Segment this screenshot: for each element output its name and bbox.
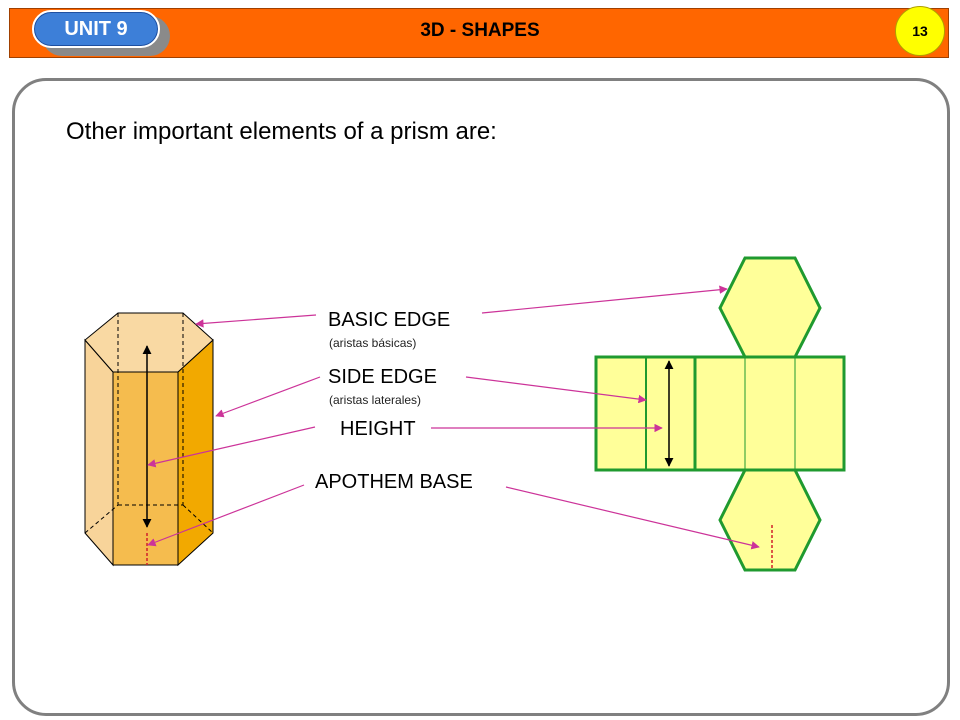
pointer-basic-edge-prism [195,314,317,328]
prism-net [594,256,846,572]
intro-text: Other important elements of a prism are: [66,118,497,145]
prism-front-face [112,371,179,566]
label-side-edge-sub: (aristas laterales) [329,393,422,407]
pointer-side-edge-prism [215,376,321,418]
pointer-apothem-prism [147,484,305,547]
pointer-basic-edge-net [481,285,728,314]
label-apothem-base: APOTHEM BASE [315,471,473,493]
net-top-hexagon [718,256,822,359]
hexagonal-prism [84,312,214,567]
unit-badge: UNIT 9 [32,10,160,48]
pointer-apothem-net [505,486,760,550]
pointer-side-edge-net [465,376,647,404]
net-bottom-hexagon [718,468,822,572]
page-title: 3D - SHAPES [420,20,540,41]
pointer-height-prism [147,426,316,468]
label-height: HEIGHT [340,418,416,440]
prism-hidden-edge [84,504,119,534]
label-side-edge: SIDE EDGE [328,366,437,388]
label-basic-edge-sub: (aristas básicas) [329,336,417,350]
page-number: 13 [895,6,945,56]
label-basic-edge: BASIC EDGE [328,309,451,331]
pointer-lines [147,285,760,550]
prism-left-face [84,338,114,567]
net-lateral-strip [594,355,846,472]
